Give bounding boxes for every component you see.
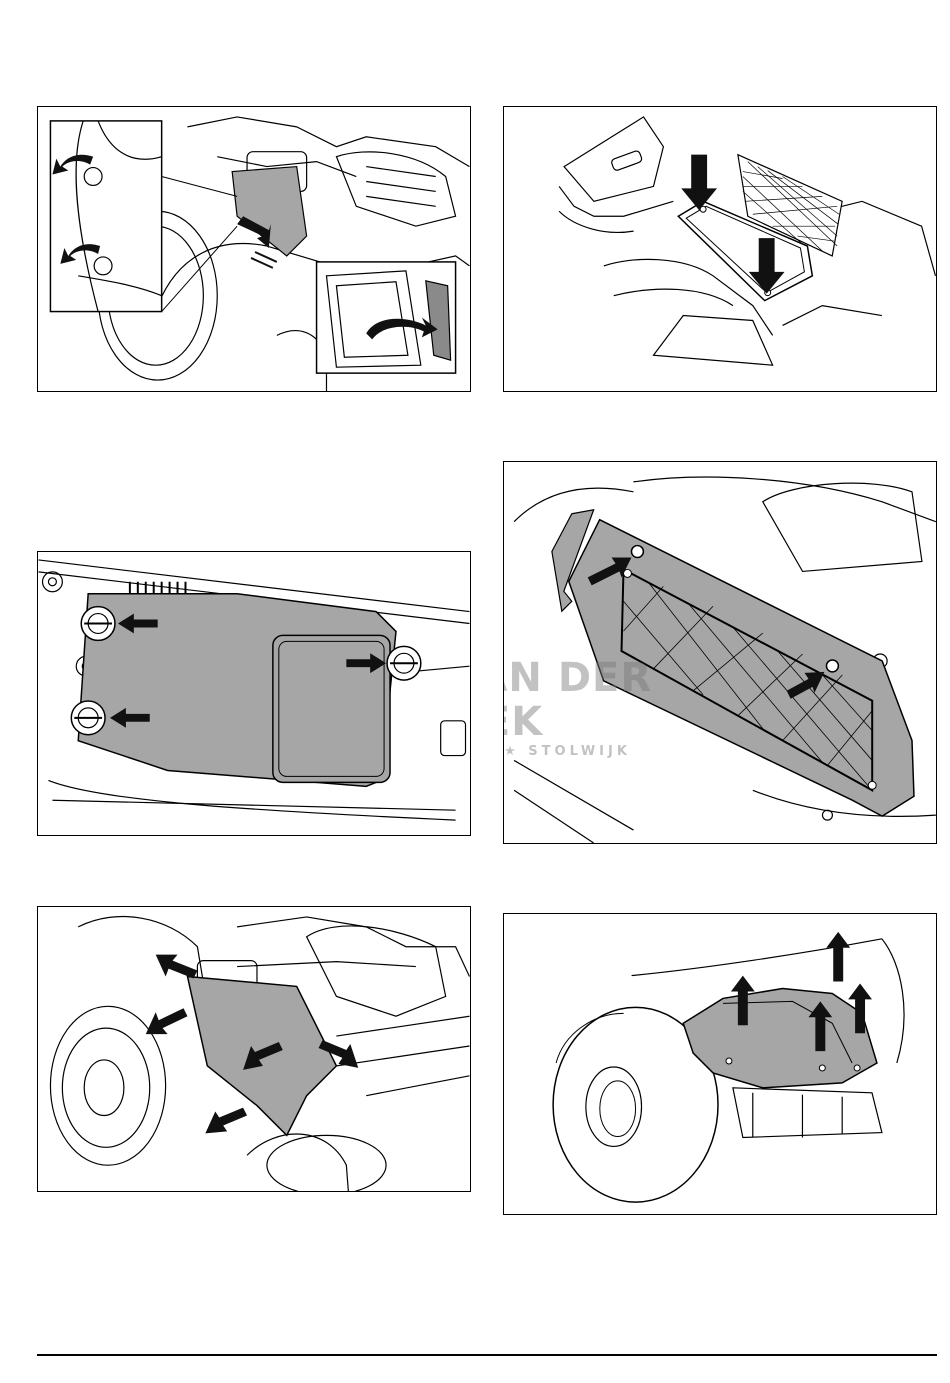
down-arrow-icon: [681, 155, 717, 211]
mower-line-art: [38, 107, 470, 391]
figure-filter-cover-screws: [503, 106, 937, 392]
detail-inset-left: [50, 121, 161, 312]
footer-rule: [37, 1354, 937, 1356]
figure-access-plate-knobs: [37, 551, 471, 836]
mower-line-art: [38, 907, 470, 1191]
knob-icon: [81, 607, 115, 641]
figure-remove-side-panel: [37, 906, 471, 1192]
knob-icon: [71, 701, 105, 735]
figure-lift-rear-cover: [503, 913, 937, 1215]
figure-remove-side-cover-clips: [37, 106, 471, 392]
knob-icon: [387, 646, 421, 680]
figure-mesh-filter-panel: KEES VAN DER SPEK TUINMACHINES ★ STOLWIJ…: [503, 461, 937, 844]
